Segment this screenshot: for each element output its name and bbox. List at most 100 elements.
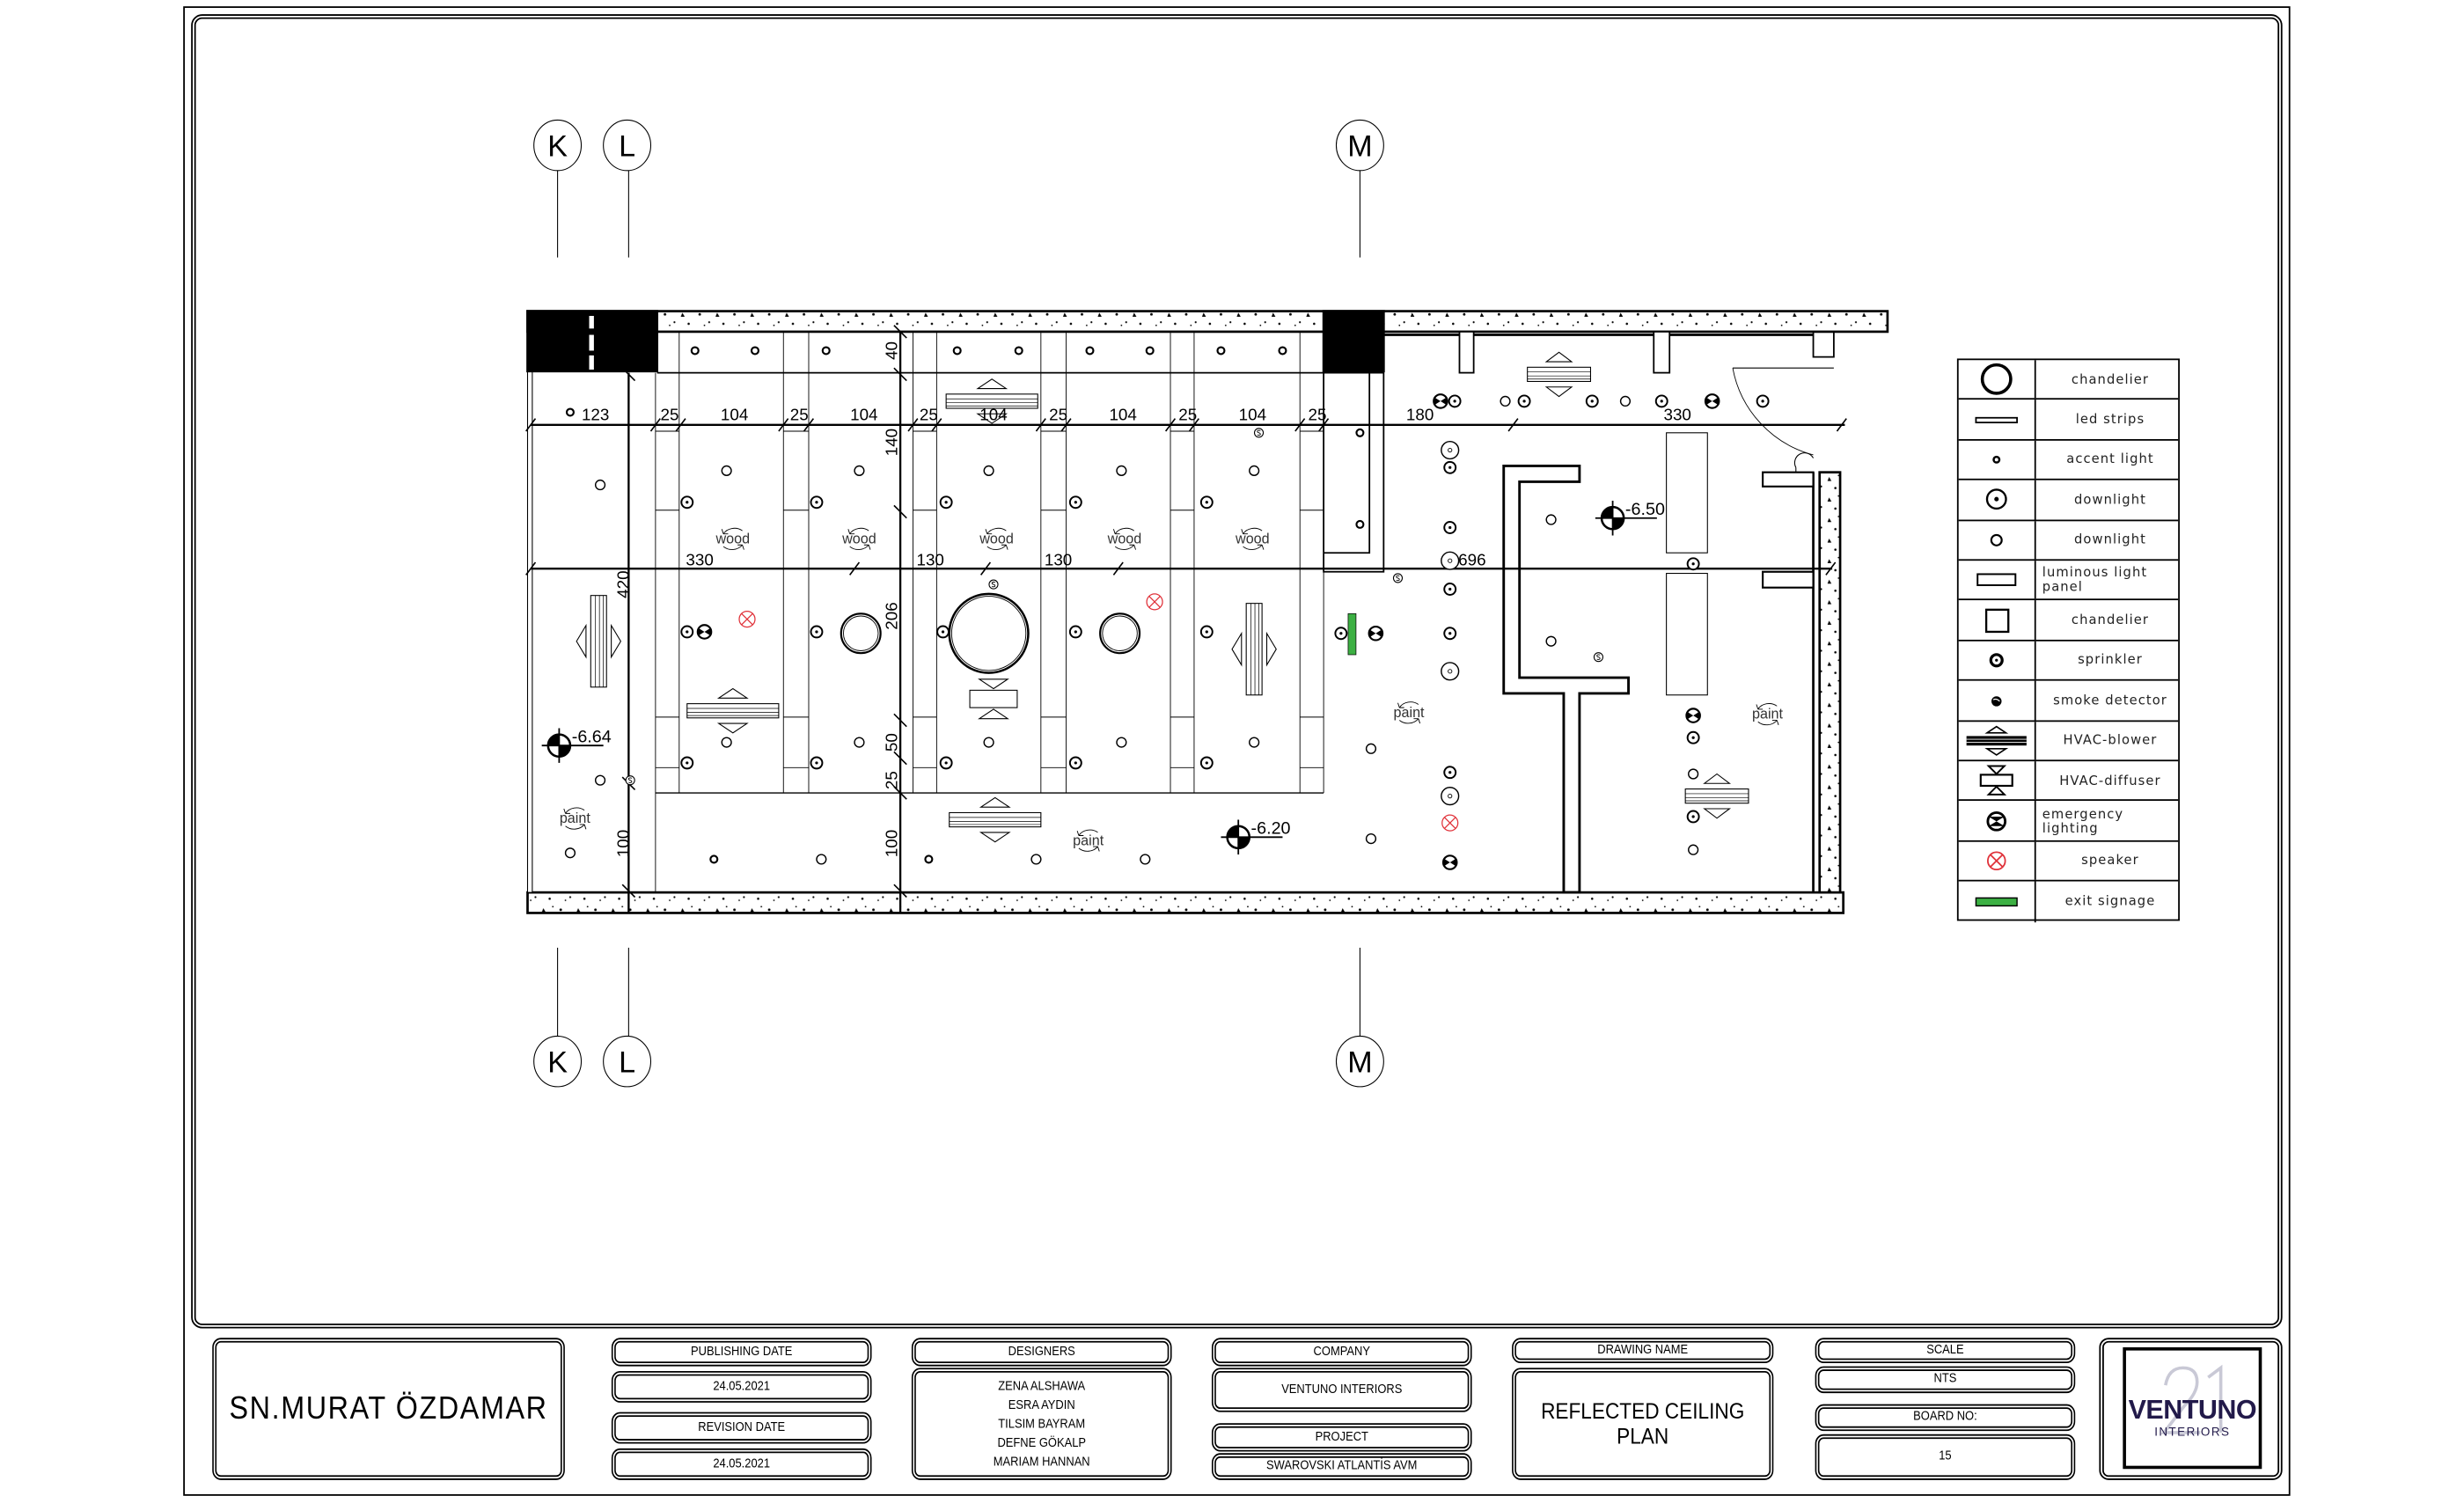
legend-label: led strips (2075, 410, 2145, 427)
dimension-text: 104 (979, 405, 1007, 423)
downlight-target-icon (1985, 488, 2007, 510)
designer-name: ESRA AYDIN (1008, 1397, 1075, 1412)
legend-row: sprinkler (1958, 641, 2179, 681)
chandelier-circle-icon (1980, 363, 2013, 396)
finish-label: paint (1073, 832, 1104, 848)
designers-label: DESIGNERS (911, 1338, 1172, 1367)
grid-bubble-l-top: L (619, 130, 635, 164)
legend-label: emergency lighting (2042, 804, 2124, 835)
logo-subtitle: INTERIORS (2154, 1424, 2231, 1440)
finish-label: paint (560, 810, 591, 826)
dimension-text: 104 (721, 405, 748, 423)
board-no-value: 15 (1815, 1434, 2076, 1480)
hvac-diffuser-icon (1979, 765, 2013, 796)
level-label: -6.50 (1625, 500, 1665, 519)
finish-label: wood (715, 531, 751, 546)
legend-label: luminous light panel (2042, 564, 2148, 595)
legend-label: downlight (2074, 531, 2146, 547)
legend-row: emergency lighting (1958, 801, 2179, 842)
legend: chandelier led strips accent light downl… (1956, 358, 2180, 922)
dimension-text: 330 (686, 551, 713, 569)
logo-box (2099, 1338, 2283, 1480)
dimension-text: 25 (1049, 405, 1067, 423)
dimension-text: 696 (1458, 551, 1485, 569)
dimension-text: 50 (883, 733, 901, 752)
drawing-name-value: REFLECTED CEILING PLAN (1512, 1368, 1774, 1480)
dimension-text: 180 (1406, 405, 1434, 423)
company-label: COMPANY (1211, 1338, 1472, 1367)
dimension-text: 25 (1308, 405, 1326, 423)
finish-label: wood (979, 531, 1014, 546)
dimension-text: 40 (883, 341, 901, 360)
luminous-panel-icon (1976, 573, 2017, 587)
sprinkler-icon (1989, 653, 2004, 668)
finish-label: paint (1752, 707, 1784, 722)
scale-label: SCALE (1815, 1338, 2076, 1363)
finish-label: paint (1394, 705, 1426, 721)
legend-row: speaker (1958, 841, 2179, 882)
dimension-text: 104 (1239, 405, 1266, 423)
legend-label: downlight (2074, 490, 2146, 507)
logo-name: VENTUNO (2128, 1394, 2257, 1425)
legend-row: exit signage (1959, 881, 2178, 922)
grid-bubble-k-bottom: K (547, 1046, 568, 1080)
designer-name: ZENA ALSHAWA (998, 1378, 1086, 1393)
legend-row: HVAC-diffuser (1958, 761, 2179, 802)
dimensions: 123 25 104 25 104 25 104 25 104 25 104 2… (582, 341, 1691, 857)
legend-row: downlight (1958, 480, 2179, 521)
legend-label: chandelier (2071, 611, 2150, 627)
designers-list: ZENA ALSHAWA ESRA AYDIN TILSIM BAYRAM DE… (911, 1368, 1172, 1480)
dimension-text: 100 (883, 830, 901, 857)
legend-label: accent light (2066, 451, 2154, 467)
revision-date-label: REVISION DATE (611, 1412, 872, 1444)
board-no-label: BOARD NO: (1815, 1404, 2076, 1432)
legend-label: chandelier (2071, 370, 2150, 387)
dimension-text: 104 (1109, 405, 1136, 423)
dimension-text: 130 (916, 551, 943, 569)
smoke-detector-icon (1991, 696, 2002, 708)
finish-label: wood (1235, 531, 1270, 546)
drawing-name-label: DRAWING NAME (1512, 1338, 1774, 1363)
designer-name: MARIAM HANNAN (993, 1454, 1090, 1469)
legend-row: luminous light panel (1958, 561, 2179, 601)
grid-bubble-k-top: K (547, 130, 568, 164)
dimension-text: 123 (582, 405, 609, 423)
dimension-text: 104 (850, 405, 877, 423)
hvac-blower-icon (1966, 725, 2027, 756)
led-strip-icon (1975, 416, 2018, 423)
dimension-text: 420 (613, 570, 632, 598)
legend-label: HVAC-diffuser (2059, 772, 2161, 788)
finish-label: wood (1107, 531, 1142, 546)
grid-bubble-l-bottom: L (619, 1046, 635, 1080)
dimension-text: 206 (883, 602, 901, 629)
legend-row: led strips (1958, 400, 2179, 441)
publishing-date-value: 24.05.2021 (611, 1370, 872, 1403)
dimension-text: 25 (920, 405, 938, 423)
legend-row: smoke detector (1958, 680, 2179, 722)
scale-value: NTS (1815, 1366, 2076, 1394)
client-name: SN.MURAT ÖZDAMAR (212, 1338, 565, 1480)
level-label: -6.64 (572, 728, 612, 747)
dimension-text: 140 (883, 429, 901, 456)
legend-label: smoke detector (2053, 691, 2167, 708)
legend-row: HVAC-blower (1958, 721, 2179, 762)
legend-row: chandelier (1958, 360, 2179, 400)
dimension-text: 25 (1178, 405, 1197, 423)
company-value: VENTUNO INTERIORS (1211, 1368, 1472, 1412)
company-logo: VENTUNO INTERIORS (2123, 1347, 2262, 1470)
ceiling-grid (525, 325, 1847, 913)
legend-label: sprinkler (2078, 651, 2143, 668)
legend-label: exit signage (2064, 892, 2156, 909)
finish-label: wood (841, 531, 876, 546)
exit-signage (1347, 612, 1357, 656)
dimension-text: 330 (1663, 405, 1690, 423)
logo-number-graphic (2160, 1364, 2223, 1434)
speaker-icon (1986, 851, 2006, 870)
chandelier-square-icon (1984, 607, 2010, 633)
designer-name: DEFNE GÖKALP (997, 1434, 1087, 1449)
dimension-text: 25 (883, 771, 901, 789)
grid-axes (533, 119, 1384, 1088)
grid-bubble-m-top: M (1347, 130, 1372, 164)
